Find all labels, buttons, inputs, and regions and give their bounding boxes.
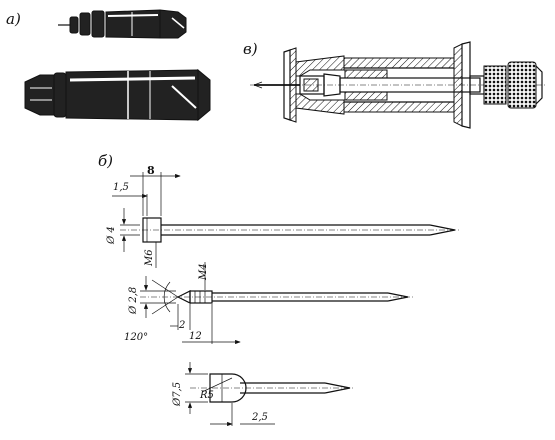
dim-120-deg: 120°: [124, 332, 148, 343]
dim-2: 2: [178, 320, 185, 331]
dim-r5: R5: [199, 390, 214, 401]
panel-label-v: в): [243, 40, 258, 58]
tool-photo-small: [58, 9, 187, 39]
dim-phi-4: Ø 4: [106, 226, 117, 245]
tool-photo-large: [24, 68, 211, 122]
dim-2-5: 2,5: [251, 412, 268, 423]
panel-label-b: б): [98, 152, 113, 170]
drawing-3: Ø7,5 R5 2,5: [172, 362, 355, 427]
dim-12: 12: [189, 331, 202, 342]
dim-8: 8: [147, 164, 155, 177]
dim-phi-7-5: Ø7,5: [172, 382, 183, 407]
drawing-1: 8 1,5 Ø 4 М6: [106, 164, 460, 268]
holder-section: [250, 41, 545, 129]
dim-m4: М4: [198, 263, 209, 281]
panel-label-a: а): [6, 10, 21, 28]
drawing-2: Ø 2,8 М4 2 120° 12: [124, 262, 415, 345]
dim-1-5: 1,5: [113, 182, 129, 193]
dim-m6: М6: [144, 249, 155, 267]
dim-phi-2-8: Ø 2,8: [128, 287, 139, 315]
